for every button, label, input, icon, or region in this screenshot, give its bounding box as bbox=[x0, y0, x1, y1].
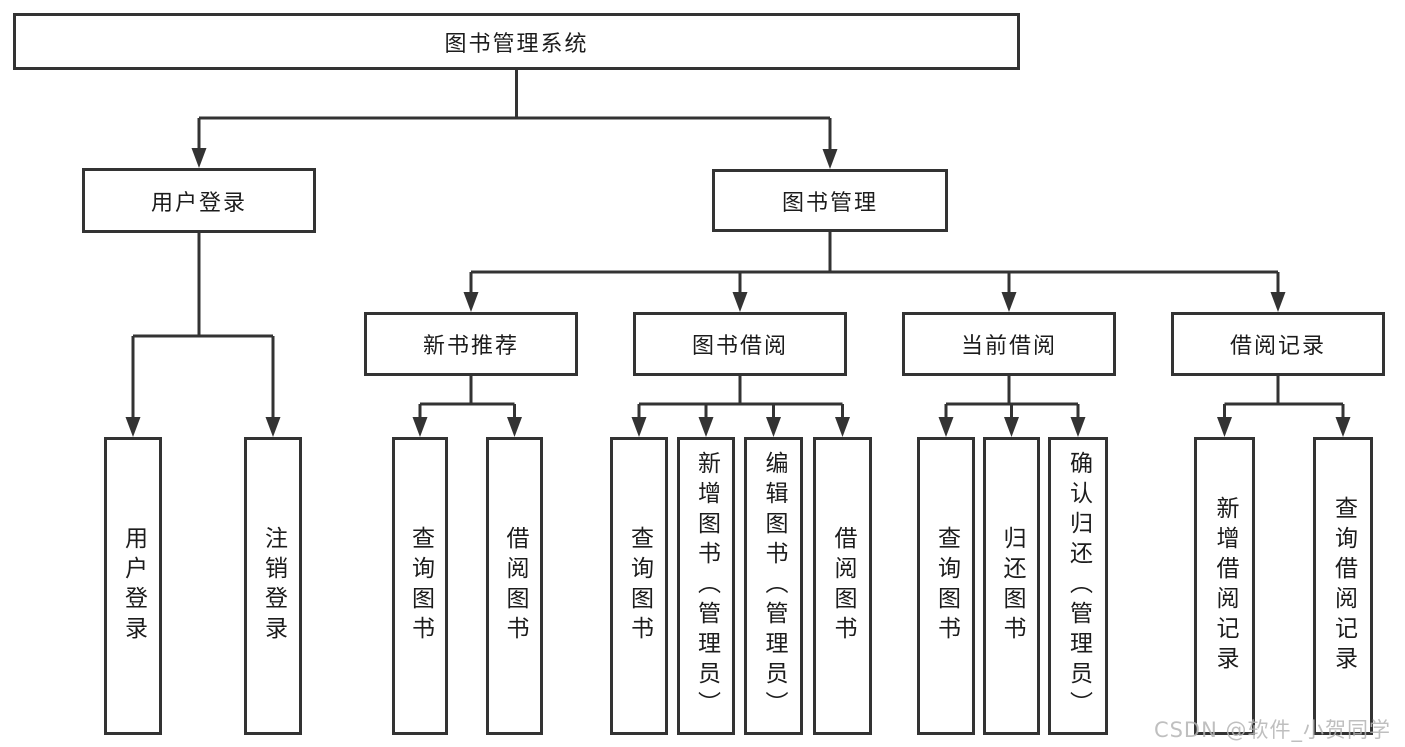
node-leaf-add-borrow-record: 新增借阅记录 bbox=[1194, 437, 1255, 735]
arrowhead-icon bbox=[412, 417, 428, 437]
arrowhead-icon bbox=[698, 417, 714, 437]
node-label-user-login: 用户登录 bbox=[150, 190, 247, 216]
node-label-leaf-query-books-2: 查询图书 bbox=[626, 526, 653, 646]
arrowhead-icon bbox=[938, 417, 954, 437]
arrowhead-icon bbox=[191, 148, 207, 168]
watermark: CSDN @软件_小贺同学 bbox=[1153, 718, 1391, 742]
node-label-book-borrowing: 图书借阅 bbox=[691, 334, 788, 359]
node-book-borrowing: 图书借阅 bbox=[633, 312, 847, 376]
node-label-root: 图书管理系统 bbox=[444, 31, 589, 57]
node-borrowing-records: 借阅记录 bbox=[1171, 312, 1385, 376]
edge-group-book-management bbox=[469, 232, 1280, 304]
node-label-leaf-borrow-books-2: 借阅图书 bbox=[830, 526, 856, 646]
node-leaf-query-books-3: 查询图书 bbox=[917, 437, 975, 735]
arrowhead-icon bbox=[463, 292, 479, 312]
node-label-leaf-return-books: 归还图书 bbox=[999, 526, 1025, 646]
edge-group-book-borrowing bbox=[637, 376, 844, 429]
arrowhead-icon bbox=[822, 149, 838, 169]
node-leaf-query-borrow-record: 查询借阅记录 bbox=[1313, 437, 1373, 735]
node-new-book-recommend: 新书推荐 bbox=[364, 312, 578, 376]
node-label-leaf-query-borrow-record: 查询借阅记录 bbox=[1330, 496, 1357, 676]
arrowhead-icon bbox=[835, 417, 850, 437]
arrowhead-icon bbox=[507, 417, 522, 437]
node-leaf-confirm-return: 确认归还（管理员） bbox=[1048, 437, 1108, 735]
arrowhead-icon bbox=[1070, 417, 1086, 437]
node-leaf-borrow-books-1: 借阅图书 bbox=[486, 437, 543, 735]
node-label-current-borrowing: 当前借阅 bbox=[960, 334, 1057, 359]
node-root: 图书管理系统 bbox=[13, 13, 1020, 70]
node-label-leaf-query-books-3: 查询图书 bbox=[933, 526, 960, 646]
arrowhead-icon bbox=[1001, 292, 1017, 312]
arrowhead-icon bbox=[766, 417, 781, 437]
node-leaf-return-books: 归还图书 bbox=[983, 437, 1040, 735]
node-leaf-edit-books: 编辑图书（管理员） bbox=[744, 437, 803, 735]
edge-group-root bbox=[197, 70, 832, 161]
node-leaf-logout: 注销登录 bbox=[244, 437, 302, 735]
node-label-book-management: 图书管理 bbox=[781, 190, 878, 216]
node-label-new-book-recommend: 新书推荐 bbox=[422, 334, 519, 359]
node-book-management: 图书管理 bbox=[712, 169, 948, 232]
node-leaf-query-books-1: 查询图书 bbox=[392, 437, 448, 735]
arrowhead-icon bbox=[1004, 417, 1019, 437]
edge-group-borrowing-records bbox=[1223, 376, 1345, 429]
node-leaf-query-books-2: 查询图书 bbox=[610, 437, 668, 735]
node-label-leaf-user-login: 用户登录 bbox=[120, 526, 147, 646]
arrowhead-icon bbox=[265, 417, 281, 437]
arrowhead-icon bbox=[1270, 292, 1286, 312]
arrowhead-icon bbox=[631, 417, 647, 437]
node-label-leaf-add-books: 新增图书（管理员） bbox=[693, 451, 720, 721]
node-label-borrowing-records: 借阅记录 bbox=[1229, 334, 1326, 359]
node-leaf-user-login: 用户登录 bbox=[104, 437, 162, 735]
node-leaf-add-books: 新增图书（管理员） bbox=[677, 437, 735, 735]
node-label-leaf-add-borrow-record: 新增借阅记录 bbox=[1212, 496, 1238, 676]
arrowhead-icon bbox=[125, 417, 141, 437]
edge-group-current-borrowing bbox=[944, 376, 1080, 429]
node-leaf-borrow-books-2: 借阅图书 bbox=[813, 437, 872, 735]
arrowhead-icon bbox=[1335, 417, 1351, 437]
node-label-leaf-query-books-1: 查询图书 bbox=[407, 526, 434, 646]
node-current-borrowing: 当前借阅 bbox=[902, 312, 1116, 376]
node-user-login: 用户登录 bbox=[82, 168, 316, 233]
arrowhead-icon bbox=[1217, 417, 1232, 437]
edge-group-new-book-recommend bbox=[418, 376, 516, 429]
arrowhead-icon bbox=[732, 292, 748, 312]
node-label-leaf-edit-books: 编辑图书（管理员） bbox=[761, 451, 787, 721]
node-label-leaf-borrow-books-1: 借阅图书 bbox=[502, 526, 528, 646]
node-label-leaf-logout: 注销登录 bbox=[260, 526, 287, 646]
edge-group-user-login bbox=[131, 233, 275, 429]
node-label-leaf-confirm-return: 确认归还（管理员） bbox=[1065, 451, 1092, 721]
